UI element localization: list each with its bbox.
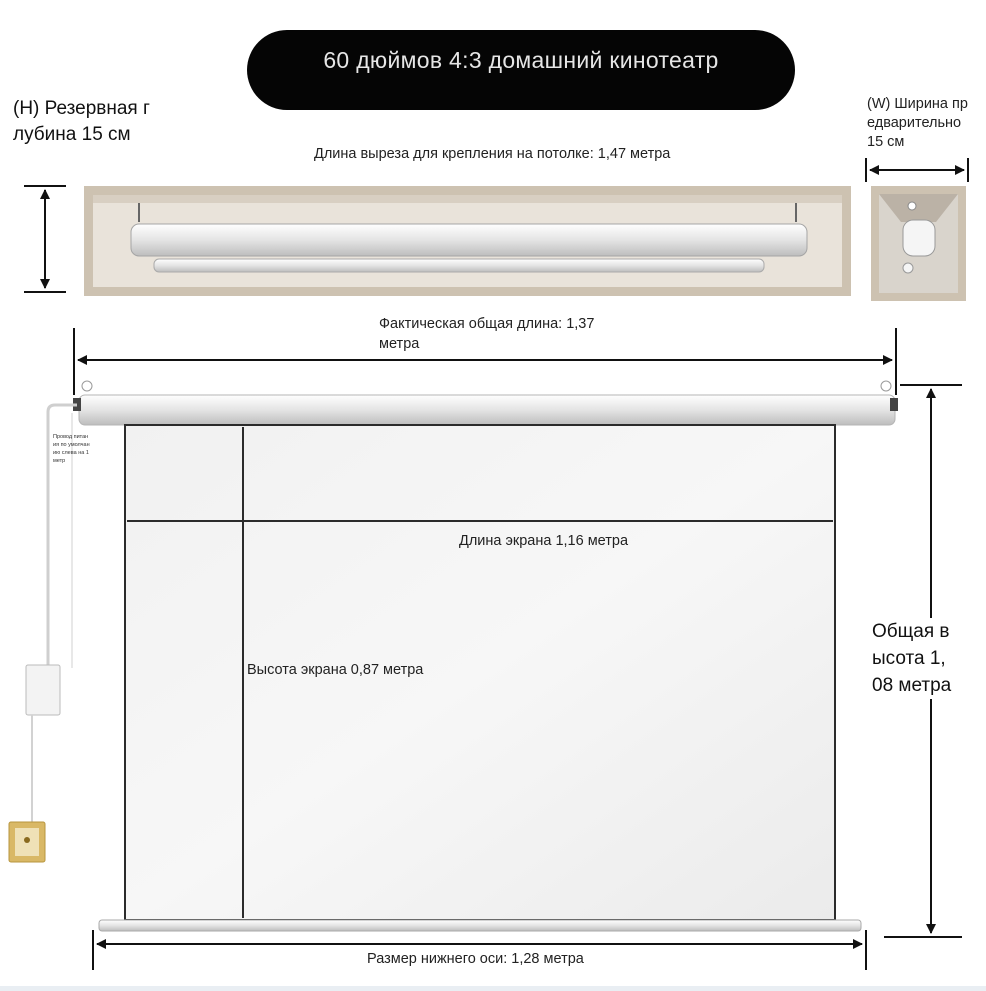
ceiling-cutout-label: Длина выреза для крепления на потолке: 1…: [314, 146, 671, 162]
ceiling-box-front: [84, 186, 851, 296]
bottom-axis-arrow: [92, 930, 867, 970]
power-cord-line2: ия по умолчан: [53, 442, 90, 448]
total-height-line3: 08 метра: [872, 675, 952, 696]
reserved-width-line2: едварительно: [867, 115, 962, 131]
power-cord-line4: метр: [53, 458, 66, 464]
screen-roller-bar: [73, 380, 898, 426]
power-cord: [8, 403, 77, 863]
power-cord-line3: ию слева на 1: [53, 450, 89, 456]
box-height-arrow: [24, 185, 66, 293]
total-length-arrow: [73, 328, 897, 395]
bottom-band: [0, 986, 986, 991]
reserved-depth-label: (H) Резервная г лубина 15 см: [13, 96, 150, 148]
total-length-line2: метра: [379, 336, 420, 352]
reserved-depth-line2: лубина 15 см: [13, 124, 131, 145]
screen-length-label: Длина экрана 1,16 метра: [459, 533, 629, 549]
reserved-width-line1: (W) Ширина пр: [867, 96, 968, 112]
ceiling-box-side: [865, 158, 969, 301]
bottom-weight-bar: [98, 919, 862, 932]
power-cord-note: Провод питан ия по умолчан ию слева на 1…: [53, 433, 90, 465]
bottom-axis-label: Размер нижнего оси: 1,28 метра: [367, 951, 584, 967]
power-cord-line1: Провод питан: [53, 434, 89, 440]
total-length-line1: Фактическая общая длина: 1,37: [379, 316, 595, 332]
title-text: 60 дюймов 4:3 домашний кинотеатр: [323, 46, 719, 73]
reserved-depth-line1: (H) Резервная г: [13, 98, 150, 119]
projection-screen: [124, 424, 836, 921]
screen-height-label: Высота экрана 0,87 метра: [247, 662, 424, 678]
total-height-line1: Общая в: [872, 621, 950, 642]
reserved-width-line3: 15 см: [867, 134, 905, 150]
total-height-line2: ысота 1,: [872, 648, 946, 669]
reserved-width-label: (W) Ширина пр едварительно 15 см: [867, 95, 986, 152]
title-banner: 60 дюймов 4:3 домашний кинотеатр: [247, 30, 795, 110]
total-length-label: Фактическая общая длина: 1,37 метра: [379, 314, 594, 354]
total-height-label: Общая в ысота 1, 08 метра: [872, 618, 952, 699]
